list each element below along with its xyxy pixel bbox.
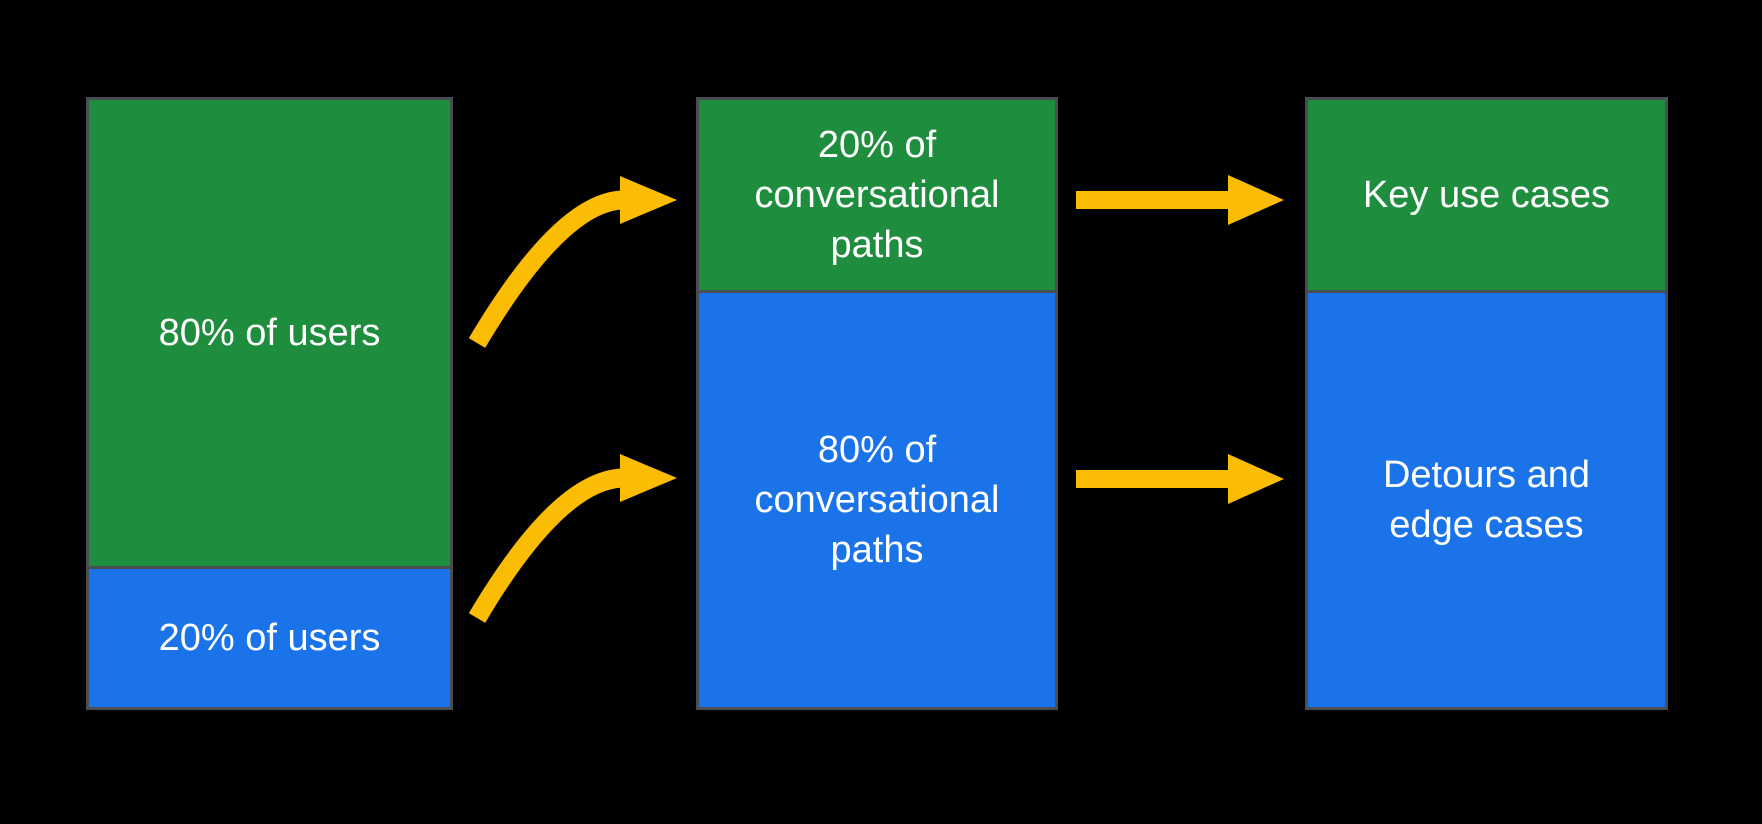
curved-arrow-users-20-to-paths-80	[468, 454, 677, 623]
segment-key-use-cases-label: Key use cases	[1362, 174, 1611, 216]
curved-arrow-users-80-to-paths-20	[468, 176, 677, 348]
use-cases-column: Key use cases Detours and edge cases	[1305, 97, 1668, 710]
segment-key-use-cases: Key use cases	[1308, 100, 1665, 290]
segment-20-percent-users-label: 20% of users	[158, 617, 381, 659]
straight-arrow-bottom-shaft	[1076, 470, 1228, 488]
curved-arrow-bottom-shaft	[468, 468, 623, 623]
segment-80-percent-paths: 80% of conversational paths	[699, 290, 1055, 707]
users-column: 80% of users 20% of users	[86, 97, 453, 710]
segment-80-percent-users: 80% of users	[89, 100, 450, 566]
curved-arrow-bottom-head-icon	[620, 454, 677, 502]
segment-80-percent-paths-label: 80% of conversational paths	[754, 429, 1000, 571]
curved-arrow-top-shaft	[468, 190, 624, 348]
segment-20-percent-paths-label: 20% of conversational paths	[754, 124, 1000, 266]
segment-20-percent-paths: 20% of conversational paths	[699, 100, 1055, 290]
curved-arrow-top-head-icon	[620, 176, 677, 224]
straight-arrow-bottom-head-icon	[1228, 454, 1284, 504]
straight-arrow-paths-20-to-key-use-cases	[1076, 175, 1284, 225]
segment-detours-edge-cases-label: Detours and edge cases	[1382, 454, 1590, 546]
segment-detours-edge-cases: Detours and edge cases	[1308, 290, 1665, 707]
straight-arrow-top-shaft	[1076, 191, 1228, 209]
segment-80-percent-users-label: 80% of users	[158, 312, 381, 354]
segment-20-percent-users: 20% of users	[89, 566, 450, 707]
straight-arrow-top-head-icon	[1228, 175, 1284, 225]
straight-arrow-paths-80-to-detours	[1076, 454, 1284, 504]
conversational-paths-column: 20% of conversational paths 80% of conve…	[696, 97, 1058, 710]
